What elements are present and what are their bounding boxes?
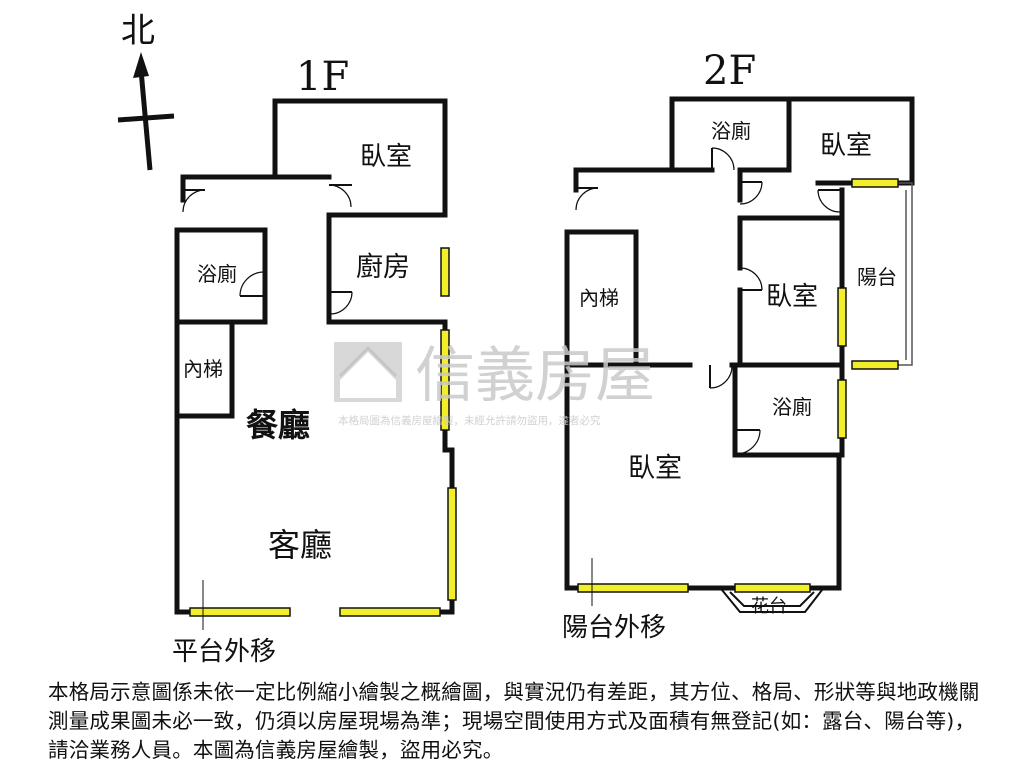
1f-stairs-label: 內梯 [183, 357, 223, 381]
1f-window-dining [440, 329, 450, 431]
2f-flower-bed-label: 花台 [751, 596, 787, 617]
2f-wall-bath-mid [732, 362, 845, 458]
2f-window-south-1 [577, 583, 689, 593]
2f-door-mid-bed-top [739, 181, 763, 205]
brand-watermark: 信義房屋 本格局圖為信義房屋繪製，未經允許請勿盜用，違者必究 [334, 341, 655, 427]
2f-window-mid-bed [837, 287, 847, 347]
2f-stairs-label: 內梯 [579, 286, 619, 310]
2f-door-entry [575, 187, 599, 211]
2f-window-balcony-lower [851, 360, 899, 370]
disclaimer-text: 本格局示意圖係未依一定比例縮小繪製之概繪圖，與實況仍有差距，其方位、格局、形狀等… [48, 680, 980, 762]
2f-door-mid-bed [739, 267, 763, 291]
1f-window-south-2 [339, 607, 441, 617]
2f-bedroom-main-label: 臥室 [628, 453, 682, 484]
compass-arrow-head [133, 52, 149, 78]
2f-balcony-label: 陽台 [857, 265, 897, 289]
1f-outer-wall-left [180, 174, 332, 203]
1f-door-entry [182, 189, 206, 213]
2f-wall-top-entry [573, 167, 715, 193]
2f-door-bath-top [711, 147, 735, 171]
2f-balcony-rail [896, 182, 913, 366]
1f-door-kitchen [329, 291, 353, 315]
1f-door-bedroom [328, 184, 352, 208]
compass-cross-bar [117, 113, 175, 123]
1f-window-south-1 [189, 607, 291, 617]
floor-1f-title: 1F [296, 54, 349, 100]
floor-2f: 2F [562, 48, 915, 643]
watermark-brand: 信義房屋 [415, 341, 655, 411]
watermark-caption: 本格局圖為信義房屋繪製，未經允許請勿盜用，違者必究 [338, 414, 601, 427]
2f-note-label: 陽台外移 [562, 613, 666, 643]
1f-bedroom-label: 臥室 [360, 142, 412, 172]
1f-outer-wall-top-bedroom [272, 98, 448, 218]
floor-2f-title: 2F [703, 48, 756, 94]
2f-wall-top-bath [669, 96, 915, 186]
2f-bedroom-top-label: 臥室 [820, 131, 872, 161]
1f-dining-label: 餐廳 [246, 406, 310, 444]
1f-wall-stairs [174, 319, 235, 419]
2f-flower-bed-outline [721, 589, 823, 613]
2f-bathroom-top-label: 浴廁 [711, 119, 751, 143]
north-compass: 北 [117, 11, 175, 171]
2f-door-main-bed [709, 365, 733, 389]
floor-1f: 1F 臥室 [172, 54, 457, 667]
2f-bedroom-mid-label: 臥室 [766, 282, 818, 312]
2f-window-south-2 [734, 583, 811, 593]
1f-note-label: 平台外移 [172, 637, 276, 667]
2f-flower-bed-inner [729, 591, 815, 607]
house-logo-icon [334, 342, 402, 402]
2f-wall-mid-bed [737, 187, 845, 221]
1f-kitchen-label: 廚房 [356, 252, 410, 283]
1f-window-living-east [447, 487, 457, 601]
1f-door-bathroom [239, 271, 265, 297]
1f-wall-bathroom [174, 227, 268, 325]
1f-window-kitchen [440, 247, 450, 297]
2f-window-bath-mid [837, 379, 847, 439]
north-label: 北 [121, 11, 155, 51]
1f-living-label: 客廳 [268, 526, 332, 564]
1f-wall-kitchen [326, 212, 448, 325]
1f-bathroom-label: 浴廁 [197, 262, 237, 286]
2f-door-bedroom-top [817, 189, 841, 213]
2f-window-bedroom-top [851, 178, 899, 188]
2f-bathroom-mid-label: 浴廁 [772, 395, 812, 419]
2f-wall-main-bed-east [807, 452, 842, 591]
2f-door-bath-mid [735, 429, 761, 455]
